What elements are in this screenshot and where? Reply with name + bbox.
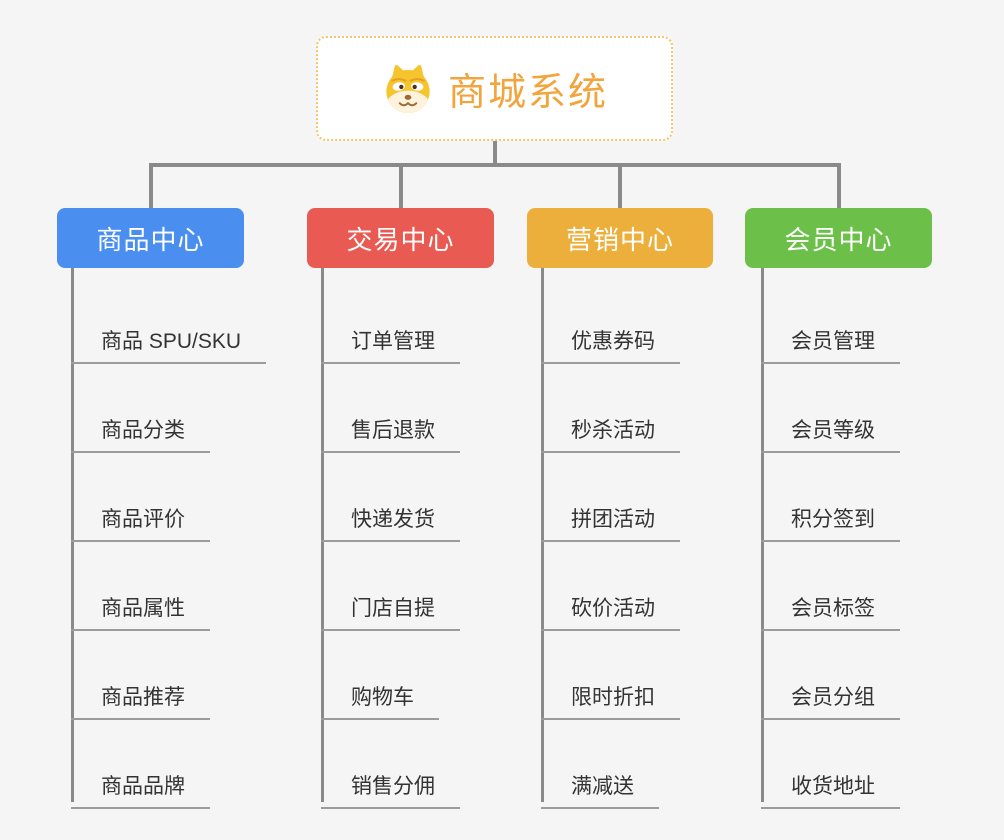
subtopic-label: 商品评价 [101, 508, 185, 531]
subtopic-label: 售后退款 [351, 419, 435, 442]
branch-node-product-center[interactable]: 商品中心 [57, 208, 244, 268]
subtopic-node[interactable]: 满减送 [541, 760, 659, 809]
doge-icon [386, 64, 430, 113]
connector-drop-3 [618, 163, 622, 208]
subtopic-node[interactable]: 会员管理 [761, 315, 900, 364]
subtopic-node[interactable]: 门店自提 [321, 582, 460, 631]
subtopic-node[interactable]: 商品属性 [71, 582, 210, 631]
subtopic-label: 砍价活动 [571, 597, 655, 620]
subtopic-node[interactable]: 售后退款 [321, 404, 460, 453]
branch-trunk-line [71, 268, 74, 802]
connector-root-stub [493, 141, 497, 166]
subtopic-node[interactable]: 销售分佣 [321, 760, 460, 809]
subtopic-label: 商品推荐 [101, 686, 185, 709]
subtopic-node[interactable]: 购物车 [321, 671, 439, 720]
subtopic-node[interactable]: 会员标签 [761, 582, 900, 631]
subtopic-node[interactable]: 限时折扣 [541, 671, 680, 720]
subtopic-label: 会员标签 [791, 597, 875, 620]
subtopic-node[interactable]: 会员分组 [761, 671, 900, 720]
subtopic-label: 限时折扣 [571, 686, 655, 709]
branch-node-marketing-center[interactable]: 营销中心 [527, 208, 713, 268]
subtopic-node[interactable]: 优惠券码 [541, 315, 680, 364]
subtopic-node[interactable]: 订单管理 [321, 315, 460, 364]
subtopic-node[interactable]: 积分签到 [761, 493, 900, 542]
subtopic-label: 商品属性 [101, 597, 185, 620]
subtopic-label: 门店自提 [351, 597, 435, 620]
branch-node-member-center[interactable]: 会员中心 [745, 208, 932, 268]
subtopic-node[interactable]: 会员等级 [761, 404, 900, 453]
subtopic-node[interactable]: 商品推荐 [71, 671, 210, 720]
connector-drop-2 [399, 163, 403, 208]
subtopic-node[interactable]: 秒杀活动 [541, 404, 680, 453]
subtopic-label: 快递发货 [351, 508, 435, 531]
subtopic-node[interactable]: 商品品牌 [71, 760, 210, 809]
subtopic-label: 会员分组 [791, 686, 875, 709]
subtopic-label: 积分签到 [791, 508, 875, 531]
subtopic-label: 收货地址 [791, 775, 875, 798]
root-node-mall-system[interactable]: 商城系统 [316, 36, 673, 141]
root-title: 商城系统 [447, 72, 608, 114]
subtopic-label: 满减送 [571, 775, 634, 798]
subtopic-label: 会员管理 [791, 330, 875, 353]
subtopic-label: 会员等级 [791, 419, 875, 442]
subtopic-label: 商品 SPU/SKU [101, 330, 242, 353]
connector-horizontal [149, 163, 840, 167]
subtopic-label: 订单管理 [351, 330, 435, 353]
subtopic-label: 拼团活动 [571, 508, 655, 531]
subtopic-node[interactable]: 快递发货 [321, 493, 460, 542]
subtopic-node[interactable]: 商品评价 [71, 493, 210, 542]
subtopic-label: 购物车 [351, 686, 414, 709]
branch-trunk-line [541, 268, 544, 802]
subtopic-node[interactable]: 商品 SPU/SKU [71, 315, 267, 364]
subtopic-label: 商品品牌 [101, 775, 185, 798]
subtopic-node[interactable]: 拼团活动 [541, 493, 680, 542]
subtopic-label: 商品分类 [101, 419, 185, 442]
subtopic-label: 销售分佣 [351, 775, 435, 798]
branch-trunk-line [761, 268, 764, 802]
subtopic-node[interactable]: 收货地址 [761, 760, 900, 809]
subtopic-node[interactable]: 砍价活动 [541, 582, 680, 631]
subtopic-label: 优惠券码 [571, 330, 655, 353]
connector-drop-4 [837, 163, 841, 208]
subtopic-node[interactable]: 商品分类 [71, 404, 210, 453]
branch-node-trade-center[interactable]: 交易中心 [307, 208, 494, 268]
branch-trunk-line [321, 268, 324, 802]
connector-drop-1 [149, 163, 153, 208]
subtopic-label: 秒杀活动 [571, 419, 655, 442]
